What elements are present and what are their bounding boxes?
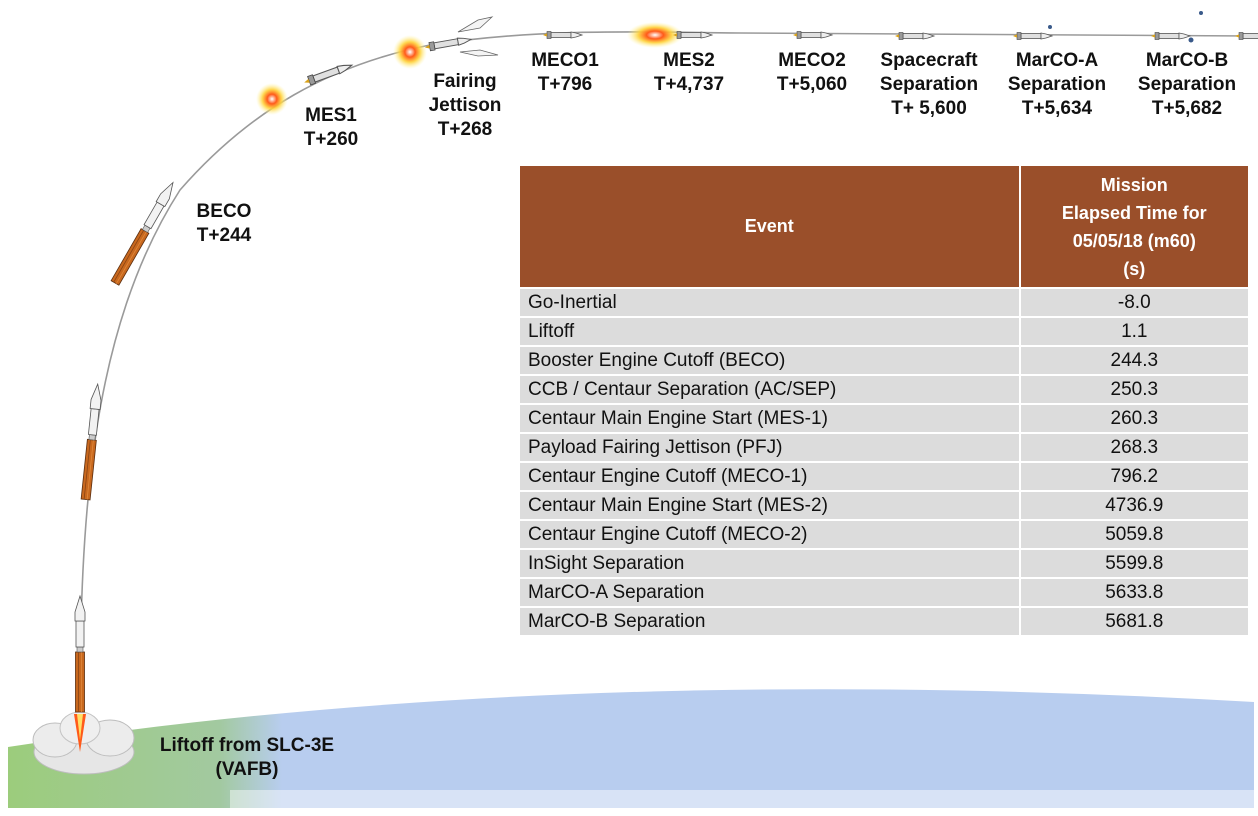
table-header-row: Event Mission Elapsed Time for 05/05/18 … <box>518 164 1251 289</box>
meco2-name: MECO2 <box>778 50 846 71</box>
fairing-name-1: Fairing <box>433 71 497 92</box>
time-cell: 244.3 <box>1018 345 1251 376</box>
header-met-line-1: Mission <box>1100 174 1168 195</box>
event-cell: Centaur Engine Cutoff (MECO-1) <box>518 461 1021 492</box>
centaur-fairing <box>423 34 473 53</box>
mes1-glow <box>256 83 288 115</box>
marco-b-dot-2 <box>1188 37 1194 43</box>
event-cell: Liftoff <box>518 316 1021 347</box>
label-marco-b-sep: MarCO-B Separation T+5,682 <box>1126 49 1248 121</box>
table-row: CCB / Centaur Separation (AC/SEP)250.3 <box>518 374 1251 405</box>
header-met-line-2: Elapsed Time for <box>1061 202 1207 223</box>
label-marco-a-sep: MarCO-A Separation T+5,634 <box>996 49 1118 121</box>
event-cell: InSight Separation <box>518 548 1021 579</box>
beco-name: BECO <box>196 201 252 222</box>
marco-b-sep-name-1: MarCO-B <box>1145 50 1229 71</box>
time-cell: 5059.8 <box>1018 519 1251 550</box>
marco-b-sep-time: T+5,682 <box>1151 98 1223 119</box>
event-cell: MarCO-A Separation <box>518 577 1021 608</box>
centaur-marco-b <box>1150 32 1191 40</box>
marco-a-sep-name-1: MarCO-A <box>1015 50 1099 71</box>
label-spacecraft-sep: Spacecraft Separation T+ 5,600 <box>868 49 990 121</box>
time-cell: 1.1 <box>1018 316 1251 347</box>
mes1-time: T+260 <box>303 129 359 150</box>
table-row: Go-Inertial-8.0 <box>518 287 1251 318</box>
liftoff-site: (VAFB) <box>215 759 279 780</box>
meco1-name: MECO1 <box>531 50 599 71</box>
event-timeline-table: Event Mission Elapsed Time for 05/05/18 … <box>518 164 1251 637</box>
marco-a-sep-name-2: Separation <box>1007 74 1107 95</box>
rocket-liftoff <box>74 595 86 713</box>
marco-b-sep-name-2: Separation <box>1137 74 1237 95</box>
table-row: Centaur Engine Cutoff (MECO-2)5059.8 <box>518 519 1251 550</box>
beco-time: T+244 <box>196 225 252 246</box>
time-cell: 5633.8 <box>1018 577 1251 608</box>
table-row: Booster Engine Cutoff (BECO)244.3 <box>518 345 1251 376</box>
time-cell: 796.2 <box>1018 461 1251 492</box>
centaur-marco-a <box>1012 32 1053 40</box>
marco-b-dot-1 <box>1199 11 1203 15</box>
spacecraft-sep-name-1: Spacecraft <box>880 50 978 71</box>
label-liftoff: Liftoff from SLC-3E (VAFB) <box>140 734 354 782</box>
mes1-name: MES1 <box>305 105 357 126</box>
centaur-mes1 <box>302 60 355 88</box>
liftoff-name: Liftoff from SLC-3E <box>159 735 335 756</box>
fairing-half-top <box>457 16 494 33</box>
table-row: Centaur Main Engine Start (MES-2)4736.9 <box>518 490 1251 521</box>
marco-a-sep-time: T+5,634 <box>1021 98 1093 119</box>
time-cell: 268.3 <box>1018 432 1251 463</box>
label-mes2: MES2 T+4,737 <box>634 49 744 97</box>
time-cell: 5681.8 <box>1018 606 1251 637</box>
event-cell: Payload Fairing Jettison (PFJ) <box>518 432 1021 463</box>
label-meco1: MECO1 T+796 <box>510 49 620 97</box>
event-cell: Centaur Main Engine Start (MES-1) <box>518 403 1021 434</box>
centaur-edge <box>1234 32 1258 40</box>
header-met-line-3: 05/05/18 (m60) <box>1072 230 1196 251</box>
fairing-half-bottom <box>459 49 499 57</box>
table-row: Centaur Main Engine Start (MES-1)260.3 <box>518 403 1251 434</box>
event-cell: Centaur Main Engine Start (MES-2) <box>518 490 1021 521</box>
label-meco2: MECO2 T+5,060 <box>757 49 867 97</box>
label-fairing: Fairing Jettison T+268 <box>410 70 520 142</box>
event-cell: Centaur Engine Cutoff (MECO-2) <box>518 519 1021 550</box>
header-mission-elapsed-time: Mission Elapsed Time for 05/05/18 (m60) … <box>1018 164 1251 289</box>
fairing-time: T+268 <box>437 119 493 140</box>
header-met-line-4: (s) <box>1123 258 1146 279</box>
spacecraft-sep-time: T+ 5,600 <box>891 98 967 119</box>
fairing-glow <box>393 35 427 69</box>
event-cell: Go-Inertial <box>518 287 1021 318</box>
label-beco: BECO T+244 <box>176 200 272 248</box>
time-cell: -8.0 <box>1018 287 1251 318</box>
table-row: Centaur Engine Cutoff (MECO-1)796.2 <box>518 461 1251 492</box>
time-cell: 4736.9 <box>1018 490 1251 521</box>
marco-a-dot <box>1048 25 1052 29</box>
centaur-meco2 <box>792 31 833 39</box>
mes2-glow <box>627 22 683 48</box>
event-cell: CCB / Centaur Separation (AC/SEP) <box>518 374 1021 405</box>
table-row: Payload Fairing Jettison (PFJ)268.3 <box>518 432 1251 463</box>
time-cell: 260.3 <box>1018 403 1251 434</box>
launch-cloud <box>32 711 135 775</box>
time-cell: 5599.8 <box>1018 548 1251 579</box>
mes2-time: T+4,737 <box>653 74 725 95</box>
fairing-name-2: Jettison <box>428 95 502 116</box>
mes2-name: MES2 <box>663 50 715 71</box>
rocket-beco <box>110 179 178 286</box>
earth-horizon <box>8 689 1254 808</box>
meco1-time: T+796 <box>537 74 593 95</box>
label-mes1: MES1 T+260 <box>283 104 379 152</box>
event-cell: Booster Engine Cutoff (BECO) <box>518 345 1021 376</box>
header-event: Event <box>518 164 1021 289</box>
event-cell: MarCO-B Separation <box>518 606 1021 637</box>
rocket-ascent <box>80 383 104 501</box>
earth-bottom-fade <box>230 790 1254 808</box>
meco2-time: T+5,060 <box>776 74 848 95</box>
spacecraft-sep-name-2: Separation <box>879 74 979 95</box>
time-cell: 250.3 <box>1018 374 1251 405</box>
